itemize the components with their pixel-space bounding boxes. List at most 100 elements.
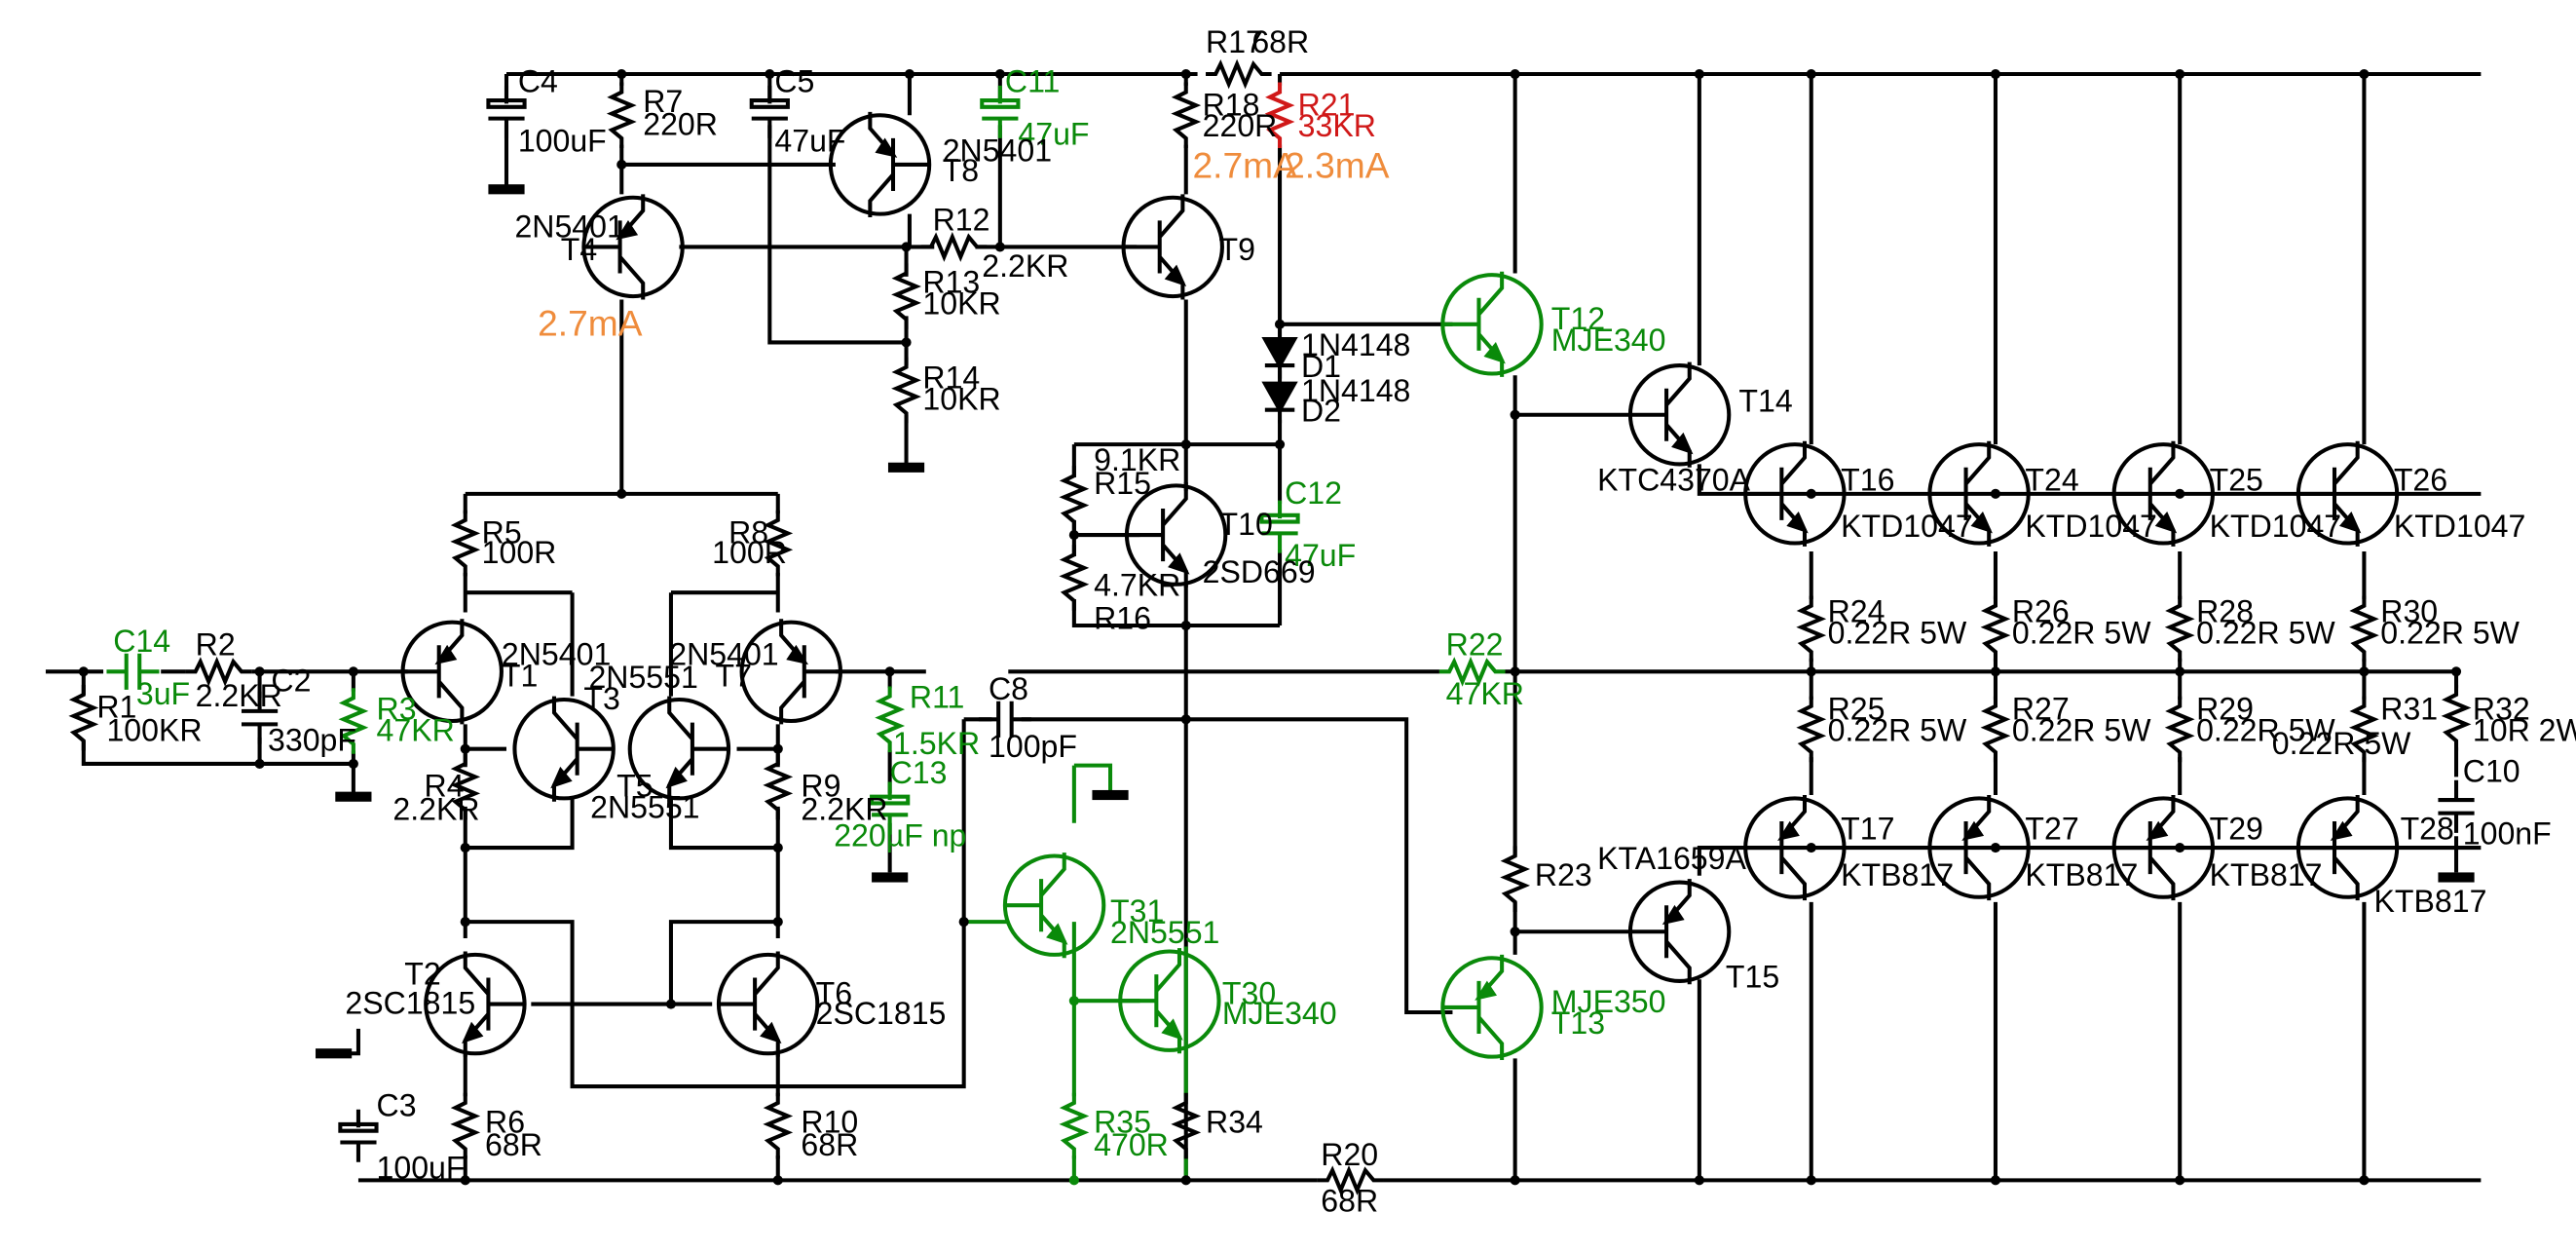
transistors (403, 112, 2398, 1057)
t5-ref: T5 (616, 769, 653, 804)
t15-ref: T15 (1726, 960, 1779, 995)
r6-ref: R6 (485, 1104, 525, 1139)
r7-ref: R7 (643, 84, 683, 119)
t10-part: 2SD669 (1203, 554, 1316, 589)
green-components (106, 86, 1297, 1159)
r11-value: 1.5KR (893, 726, 980, 761)
r16-ref: R16 (1094, 600, 1151, 635)
t9-ref: T9 (1219, 232, 1255, 267)
r30-ref: R30 (2380, 594, 2438, 629)
c13-ref: C13 (890, 755, 948, 790)
c2-value: 330pF (268, 722, 356, 757)
r9-value: 2.2KR (801, 791, 887, 826)
r26-value: 0.22R 5W (2012, 616, 2151, 651)
r17-value: 68R (1251, 24, 1309, 59)
r26-ref: R26 (2012, 594, 2070, 629)
t6-ref: T6 (816, 976, 852, 1011)
c4-value: 100uF (518, 123, 607, 158)
r20-ref: R20 (1321, 1137, 1378, 1172)
r32-ref: R32 (2473, 691, 2530, 726)
r6-value: 68R (485, 1127, 542, 1162)
t31-part: 2N5551 (1110, 915, 1219, 950)
current-t4: 2.7mA (538, 303, 643, 344)
r14-value: 10KR (922, 382, 1000, 417)
r34-ref: R34 (1206, 1104, 1263, 1139)
r32-value: 10R 2W (2473, 712, 2576, 747)
c14-ref: C14 (113, 624, 170, 659)
d1-part: 1N4148 (1301, 327, 1410, 362)
c14-value: 3uF (136, 676, 190, 711)
r24-ref: R24 (1828, 594, 1885, 629)
r29-value: 0.22R 5W (2196, 712, 2335, 747)
labels: R1 100KR R2 2.2KR R3 47KR R4 2.2KR R5 10… (96, 24, 2576, 1218)
r16-value: 4.7KR (1094, 568, 1180, 603)
r2-value: 2.2KR (196, 678, 282, 713)
r31-ref: R31 (2380, 691, 2438, 726)
t7-part: 2N5401 (669, 637, 778, 672)
c8-value: 100pF (989, 729, 1077, 764)
r2-ref: R2 (196, 626, 236, 662)
d2-ref: D2 (1301, 394, 1341, 429)
t15-part: KTA1659A (1597, 841, 1746, 876)
r9-ref: R9 (801, 769, 840, 804)
r24-value: 0.22R 5W (1828, 616, 1967, 651)
t27-part: KTB817 (2025, 857, 2138, 892)
t17-part: KTB817 (1841, 857, 1954, 892)
t5-part: 2N5551 (590, 790, 699, 825)
r3-value: 47KR (377, 712, 455, 747)
r13-ref: R13 (922, 265, 980, 300)
current-r21: 2.3mA (1285, 144, 1390, 185)
r15-ref: R15 (1094, 466, 1151, 501)
r21-ref: R21 (1298, 87, 1356, 122)
r8-ref: R8 (728, 515, 768, 550)
r35-ref: R35 (1094, 1104, 1151, 1139)
t2-part: 2SC1815 (345, 986, 475, 1021)
t17-ref: T17 (1841, 812, 1894, 847)
d1-ref: D1 (1301, 349, 1341, 384)
c5-ref: C5 (774, 64, 814, 99)
t16-ref: T16 (1841, 462, 1894, 497)
t3-part: 2N5551 (588, 660, 697, 695)
r35-value: 470R (1094, 1127, 1169, 1162)
c11-value: 47uF (1018, 117, 1089, 152)
r1-value: 100KR (106, 712, 202, 747)
t13-ref: T13 (1551, 1005, 1605, 1041)
t12-part: MJE340 (1551, 322, 1666, 358)
c13-value: 220µF np (834, 817, 966, 853)
t29-ref: T29 (2210, 812, 2263, 847)
r23-ref: R23 (1535, 857, 1592, 892)
t6-part: 2SC1815 (816, 996, 947, 1031)
r14-ref: R14 (922, 360, 980, 396)
t4-ref: T4 (561, 232, 597, 267)
t31-ref: T31 (1110, 893, 1164, 929)
t14-part: KTC4370A (1597, 462, 1751, 497)
r29-ref: R29 (2196, 691, 2254, 726)
t1-ref: T1 (502, 659, 538, 694)
r4-value: 2.2KR (392, 791, 479, 826)
t16-part: KTD1047 (1841, 509, 1973, 544)
r8-value: 100R (712, 535, 787, 570)
r5-value: 100R (482, 535, 557, 570)
r13-value: 10KR (922, 286, 1000, 322)
t28-ref: T28 (2401, 812, 2454, 847)
r5-ref: R5 (482, 515, 522, 550)
r20-value: 68R (1321, 1183, 1378, 1218)
r27-ref: R27 (2012, 691, 2070, 726)
t14-ref: T14 (1738, 383, 1792, 418)
r4-ref: R4 (425, 769, 465, 804)
t27-ref: T27 (2025, 812, 2078, 847)
r15-value: 9.1KR (1094, 442, 1180, 477)
t25-ref: T25 (2210, 462, 2263, 497)
junctions (78, 68, 2462, 1186)
t26-ref: T26 (2394, 462, 2447, 497)
t28-part: KTB817 (2374, 884, 2487, 919)
d2-part: 1N4148 (1301, 373, 1410, 408)
t12-ref: T12 (1551, 301, 1605, 336)
r11-ref: R11 (910, 679, 964, 714)
r27-value: 0.22R 5W (2012, 712, 2151, 747)
r25-value: 0.22R 5W (1828, 712, 1967, 747)
c12-value: 47uF (1285, 538, 1356, 573)
green-wires (963, 763, 1188, 1181)
t8-part: 2N5401 (943, 133, 1052, 169)
